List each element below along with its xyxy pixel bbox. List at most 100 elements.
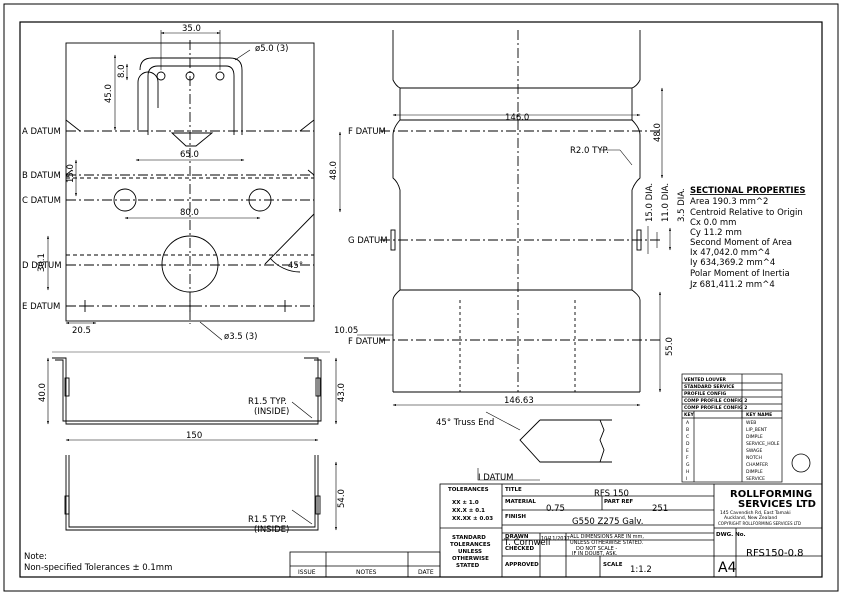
scale-label: SCALE xyxy=(603,562,623,568)
datum-f-top: F DATUM xyxy=(348,127,386,137)
r2-label: R2.0 TYP. xyxy=(570,146,609,156)
truss-end-detail xyxy=(477,411,612,481)
section-view-2 xyxy=(64,455,321,531)
dim-30: 30.1 xyxy=(37,253,47,272)
dim-40: 40.0 xyxy=(38,383,48,402)
dims-note-1: ALL DIMENSIONS ARE IN mm, xyxy=(570,534,644,540)
sp-area: Area 190.3 mm^2 xyxy=(690,197,768,207)
flange-hole-right xyxy=(248,188,272,212)
r-inside-2: (INSIDE) xyxy=(254,525,289,535)
dim-80: 80.0 xyxy=(180,208,199,218)
r-inside-1: (INSIDE) xyxy=(254,407,289,417)
legend-key-header: KEY xyxy=(684,412,695,418)
checked-label: CHECKED xyxy=(505,546,534,552)
web-slot xyxy=(139,57,243,135)
address-1: 145 Cavendish Rd, East Tamaki xyxy=(720,510,791,516)
tol-header: TOLERANCES xyxy=(448,487,489,493)
side-view xyxy=(380,30,660,393)
scale-value: 1:1.2 xyxy=(630,565,652,575)
rev-issue: ISSUE xyxy=(298,569,316,576)
dims-note-4: IF IN DOUBT, ASK. xyxy=(572,551,618,557)
sp-title: SECTIONAL PROPERTIES xyxy=(690,186,806,196)
dim-54: 54.0 xyxy=(337,489,347,508)
dim-45deg: 45° xyxy=(288,261,303,271)
dim-43: 43.0 xyxy=(337,383,347,402)
tol-1: XX ± 1.0 xyxy=(452,500,479,506)
standard-2: TOLERANCES xyxy=(450,542,491,548)
legend-h1: VENTED LOUVER xyxy=(684,377,727,383)
dim-8: 8.0 xyxy=(117,64,127,78)
finish-value: G550 Z275 Galv. xyxy=(572,517,644,527)
sp-jz: Jz 681,411.2 mm^4 xyxy=(689,280,775,290)
dim-65: 65.0 xyxy=(180,150,199,160)
datum-d: D DATUM xyxy=(22,261,62,271)
section-view-1 xyxy=(52,351,330,425)
dim-3-5-dia: 3.5 DIA. xyxy=(677,188,687,222)
company-1: ROLLFORMING xyxy=(730,489,812,500)
flange-hole-left xyxy=(113,188,137,212)
dim-20-5: 20.5 xyxy=(72,326,91,336)
legend-key: I xyxy=(686,476,687,482)
sp-iy: Iy 634,369.2 mm^4 xyxy=(690,258,775,268)
tol-2: XX.X ± 0.1 xyxy=(452,508,485,514)
date-value: 10/11/2017 xyxy=(541,536,570,542)
legend-name: DIMPLE xyxy=(746,469,763,475)
dwg-label: DWG. No. xyxy=(716,532,746,538)
inner-border xyxy=(19,21,823,578)
notes-title: Note: xyxy=(24,552,47,562)
drawn-value: T. Cornwell xyxy=(503,538,550,548)
legend-h5: COMP PROFILE CONFIG 2 xyxy=(684,405,747,411)
legend-desc-header: KEY NAME xyxy=(746,412,772,418)
datum-g: G DATUM xyxy=(348,236,388,246)
legend-h2: STANDARD SERVICE xyxy=(684,384,735,390)
legend-name: SWAGE xyxy=(746,448,763,454)
service-hole xyxy=(161,235,219,293)
legend-name: DIMPLE xyxy=(746,434,763,440)
datum-a: A DATUM xyxy=(22,127,61,137)
dim-15: 15.0 xyxy=(66,164,76,183)
legend-h3: PROFILE CONFIG xyxy=(684,391,726,397)
r-typ-1: R1.5 TYP. xyxy=(248,397,287,407)
dim-150: 150 xyxy=(186,431,202,441)
legend-name: SERVICE_HOLE xyxy=(746,441,780,447)
material-label: MATERIAL xyxy=(505,499,536,505)
tol-3: XX.XX ± 0.03 xyxy=(452,516,493,522)
r-typ-2: R1.5 TYP. xyxy=(248,515,287,525)
dim-10-05: 10.05 xyxy=(334,326,358,336)
dim-45: 45.0 xyxy=(104,84,114,103)
hole-5-1 xyxy=(156,71,166,81)
dims-note-2: UNLESS OTHERWISE STATED. xyxy=(570,540,644,546)
standard-3: UNLESS xyxy=(458,549,482,555)
sp-centroid: Centroid Relative to Origin xyxy=(690,208,803,218)
sheet-size: A4 xyxy=(718,560,737,576)
standard-5: STATED xyxy=(456,563,480,569)
standard-1: STANDARD xyxy=(452,535,486,541)
dim-48-side: 48.0 xyxy=(653,123,663,142)
material-value: 0.75 xyxy=(546,504,565,514)
approved-label: APPROVED xyxy=(505,562,539,568)
sectional-properties: SECTIONAL PROPERTIES Area 190.3 mm^2 Cen… xyxy=(689,186,806,290)
ref-value: 251 xyxy=(652,504,668,514)
notch xyxy=(170,132,214,147)
dim-55: 55.0 xyxy=(665,337,675,356)
datum-f-bottom: F DATUM xyxy=(348,337,386,347)
sp-second-moment: Second Moment of Area xyxy=(690,238,792,248)
outer-border xyxy=(3,3,839,592)
standard-4: OTHERWISE xyxy=(452,556,489,562)
copyright: COPYRIGHT ROLLFORMING SERVICES LTD xyxy=(718,521,801,526)
legend-h4: COMP PROFILE CONFIG 2 xyxy=(684,398,747,404)
legend-key: D xyxy=(686,441,690,447)
legend-key: E xyxy=(686,448,689,454)
notes-text: Non-specified Tolerances ± 0.1mm xyxy=(24,563,172,573)
legend-key: A xyxy=(686,420,690,426)
rev-date: DATE xyxy=(418,569,434,576)
truss-end-label: 45° Truss End xyxy=(436,418,494,428)
dims-note-3: DO NOT SCALE - xyxy=(576,546,617,552)
title-block xyxy=(439,483,823,578)
datum-i: I DATUM xyxy=(478,473,514,483)
dim-11-dia: 11.0 DIA. xyxy=(661,183,671,222)
datum-e: E DATUM xyxy=(22,302,60,312)
legend-name: LIP_BENT xyxy=(746,427,767,433)
sp-cx: Cx 0.0 mm xyxy=(690,218,736,228)
